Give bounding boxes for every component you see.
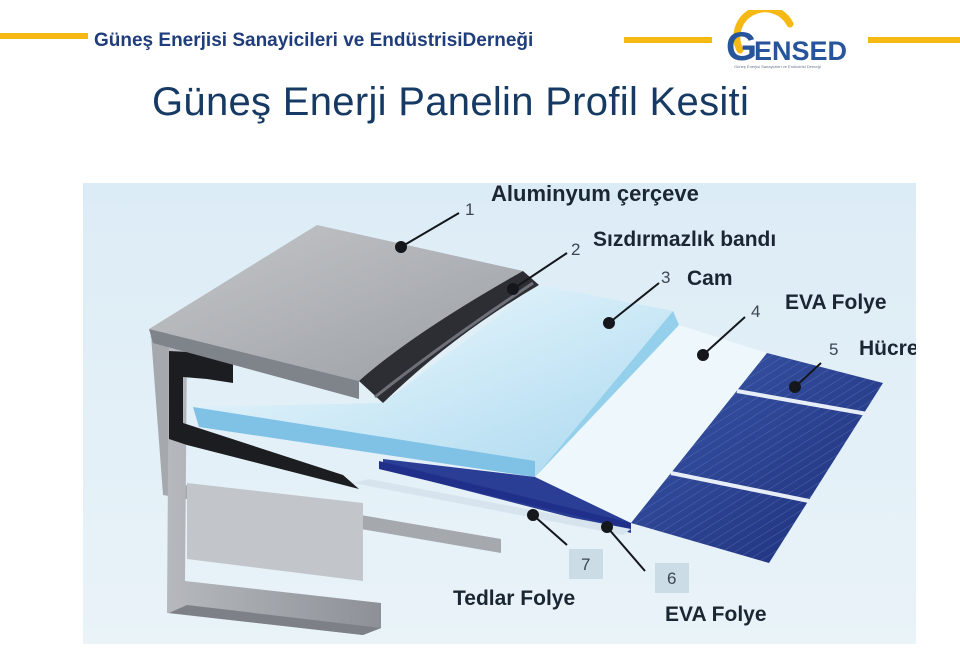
callout-number-4: 4 bbox=[751, 302, 760, 321]
logo-text: ENSED bbox=[754, 36, 847, 66]
callout-number-5: 5 bbox=[829, 340, 838, 359]
leader-3 bbox=[608, 282, 660, 324]
leader-dot-2 bbox=[507, 283, 519, 295]
accent-bar-right bbox=[868, 37, 960, 43]
frame-bottom-edge bbox=[169, 605, 381, 635]
leader-dot-4 bbox=[697, 349, 709, 361]
leader-dot-5 bbox=[789, 381, 801, 393]
leader-4 bbox=[702, 316, 746, 356]
cell-gap-upper bbox=[736, 389, 874, 417]
eva-top-sheet bbox=[535, 325, 767, 523]
callout-leaders bbox=[395, 212, 822, 572]
leader-7 bbox=[532, 514, 568, 546]
logo-letter: G bbox=[726, 25, 757, 69]
callout-number-6: 6 bbox=[667, 569, 676, 588]
leader-dot-1 bbox=[395, 241, 407, 253]
callout-label-7: Tedlar Folye bbox=[453, 587, 575, 610]
accent-bar-left bbox=[0, 33, 88, 39]
callout-number-6-box bbox=[655, 563, 689, 593]
callout-label-2: Sızdırmazlık bandı bbox=[593, 228, 776, 251]
frame-inner-cavity bbox=[187, 483, 363, 581]
callout-label-5: Hücre bbox=[859, 337, 916, 360]
callout-number-1: 1 bbox=[465, 200, 474, 219]
frame-seal-channel bbox=[169, 351, 359, 489]
page-title: Güneş Enerji Panelin Profil Kesiti bbox=[152, 80, 750, 124]
leader-2 bbox=[512, 252, 568, 290]
accent-bar-middle bbox=[624, 37, 712, 43]
leader-6 bbox=[606, 526, 646, 572]
callout-number-3: 3 bbox=[661, 268, 670, 287]
cell-gap-lower bbox=[670, 471, 810, 503]
organization-name: Güneş Enerjisi Sanayicileri ve Endüstris… bbox=[94, 30, 534, 51]
gensed-logo: G ENSED Güneş Enerjisi Sanayicileri ve E… bbox=[726, 10, 847, 69]
logo-tagline: Güneş Enerjisi Sanayicileri ve Endüstris… bbox=[734, 64, 821, 69]
eva-bottom-sheet bbox=[379, 461, 631, 529]
callout-label-6: EVA Folye bbox=[665, 603, 767, 626]
sealing-tape bbox=[359, 271, 539, 403]
leader-1 bbox=[400, 212, 460, 248]
callout-label-3: Cam bbox=[687, 267, 733, 290]
callout-number-7: 7 bbox=[581, 555, 590, 574]
leader-dot-7 bbox=[527, 509, 539, 521]
callout-label-1: Aluminyum çerçeve bbox=[491, 183, 699, 206]
callout-number-2: 2 bbox=[571, 240, 580, 259]
panel-cross-section-diagram: 1 2 3 4 5 6 7 Aluminyum çerçeve Sızdırma… bbox=[83, 183, 916, 644]
leader-dot-3 bbox=[603, 317, 615, 329]
callout-label-4: EVA Folye bbox=[785, 291, 887, 314]
tedlar-sheet bbox=[353, 479, 631, 535]
leader-dot-6 bbox=[601, 521, 613, 533]
frame-top-cover bbox=[149, 225, 523, 381]
sealing-tape-highlight bbox=[374, 281, 534, 399]
logo-sun-arc bbox=[733, 10, 794, 54]
callout-number-7-box bbox=[569, 549, 603, 579]
frame-top-cover-edge bbox=[149, 329, 359, 399]
glass-layer-edge bbox=[193, 407, 535, 477]
